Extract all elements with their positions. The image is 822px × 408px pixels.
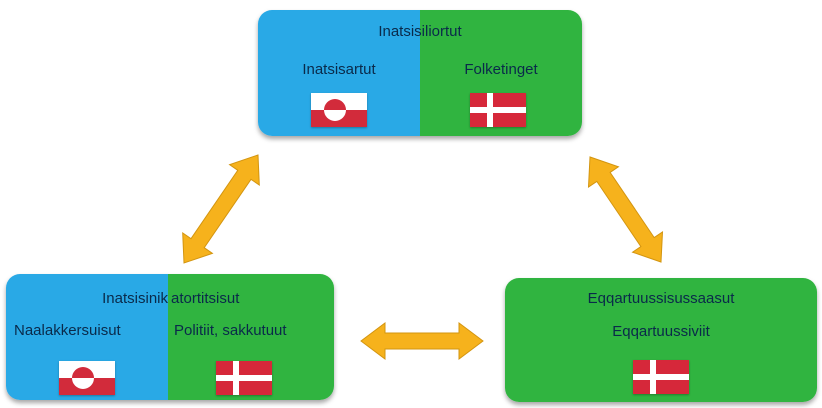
double-arrow-top-right-icon [587,156,664,263]
left-box-title-right: atortitsisut [171,290,240,307]
double-arrow-top-left-icon [182,154,260,264]
left-box-title-left: Inatsisinik [102,290,168,307]
top-box-right-label: Folketinget [464,61,538,78]
denmark-flag-icon [216,361,272,395]
right-box-label: Eqqartuussiviit [612,323,710,340]
top-box-left-label: Inatsisartut [302,61,376,78]
right-box-judicial: Eqqartuussisussaasut Eqqartuussiviit [505,278,817,402]
top-box-title: Inatsisiliortut [378,23,462,40]
greenland-flag-icon [59,361,115,395]
greenland-flag-icon [311,93,367,127]
denmark-flag-icon [470,93,526,127]
left-box-executive: Inatsisinik atortitsisut Naalakkersuisut… [6,274,334,400]
double-arrow-bottom-icon [360,322,484,360]
right-box-title: Eqqartuussisussaasut [587,290,735,307]
top-box-legislative: Inatsisiliortut Inatsisartut Folketinget [258,10,582,136]
left-box-right-label: Politiit, sakkutuut [174,322,287,339]
denmark-flag-icon [633,360,689,394]
left-box-left-label: Naalakkersuisut [14,322,121,339]
